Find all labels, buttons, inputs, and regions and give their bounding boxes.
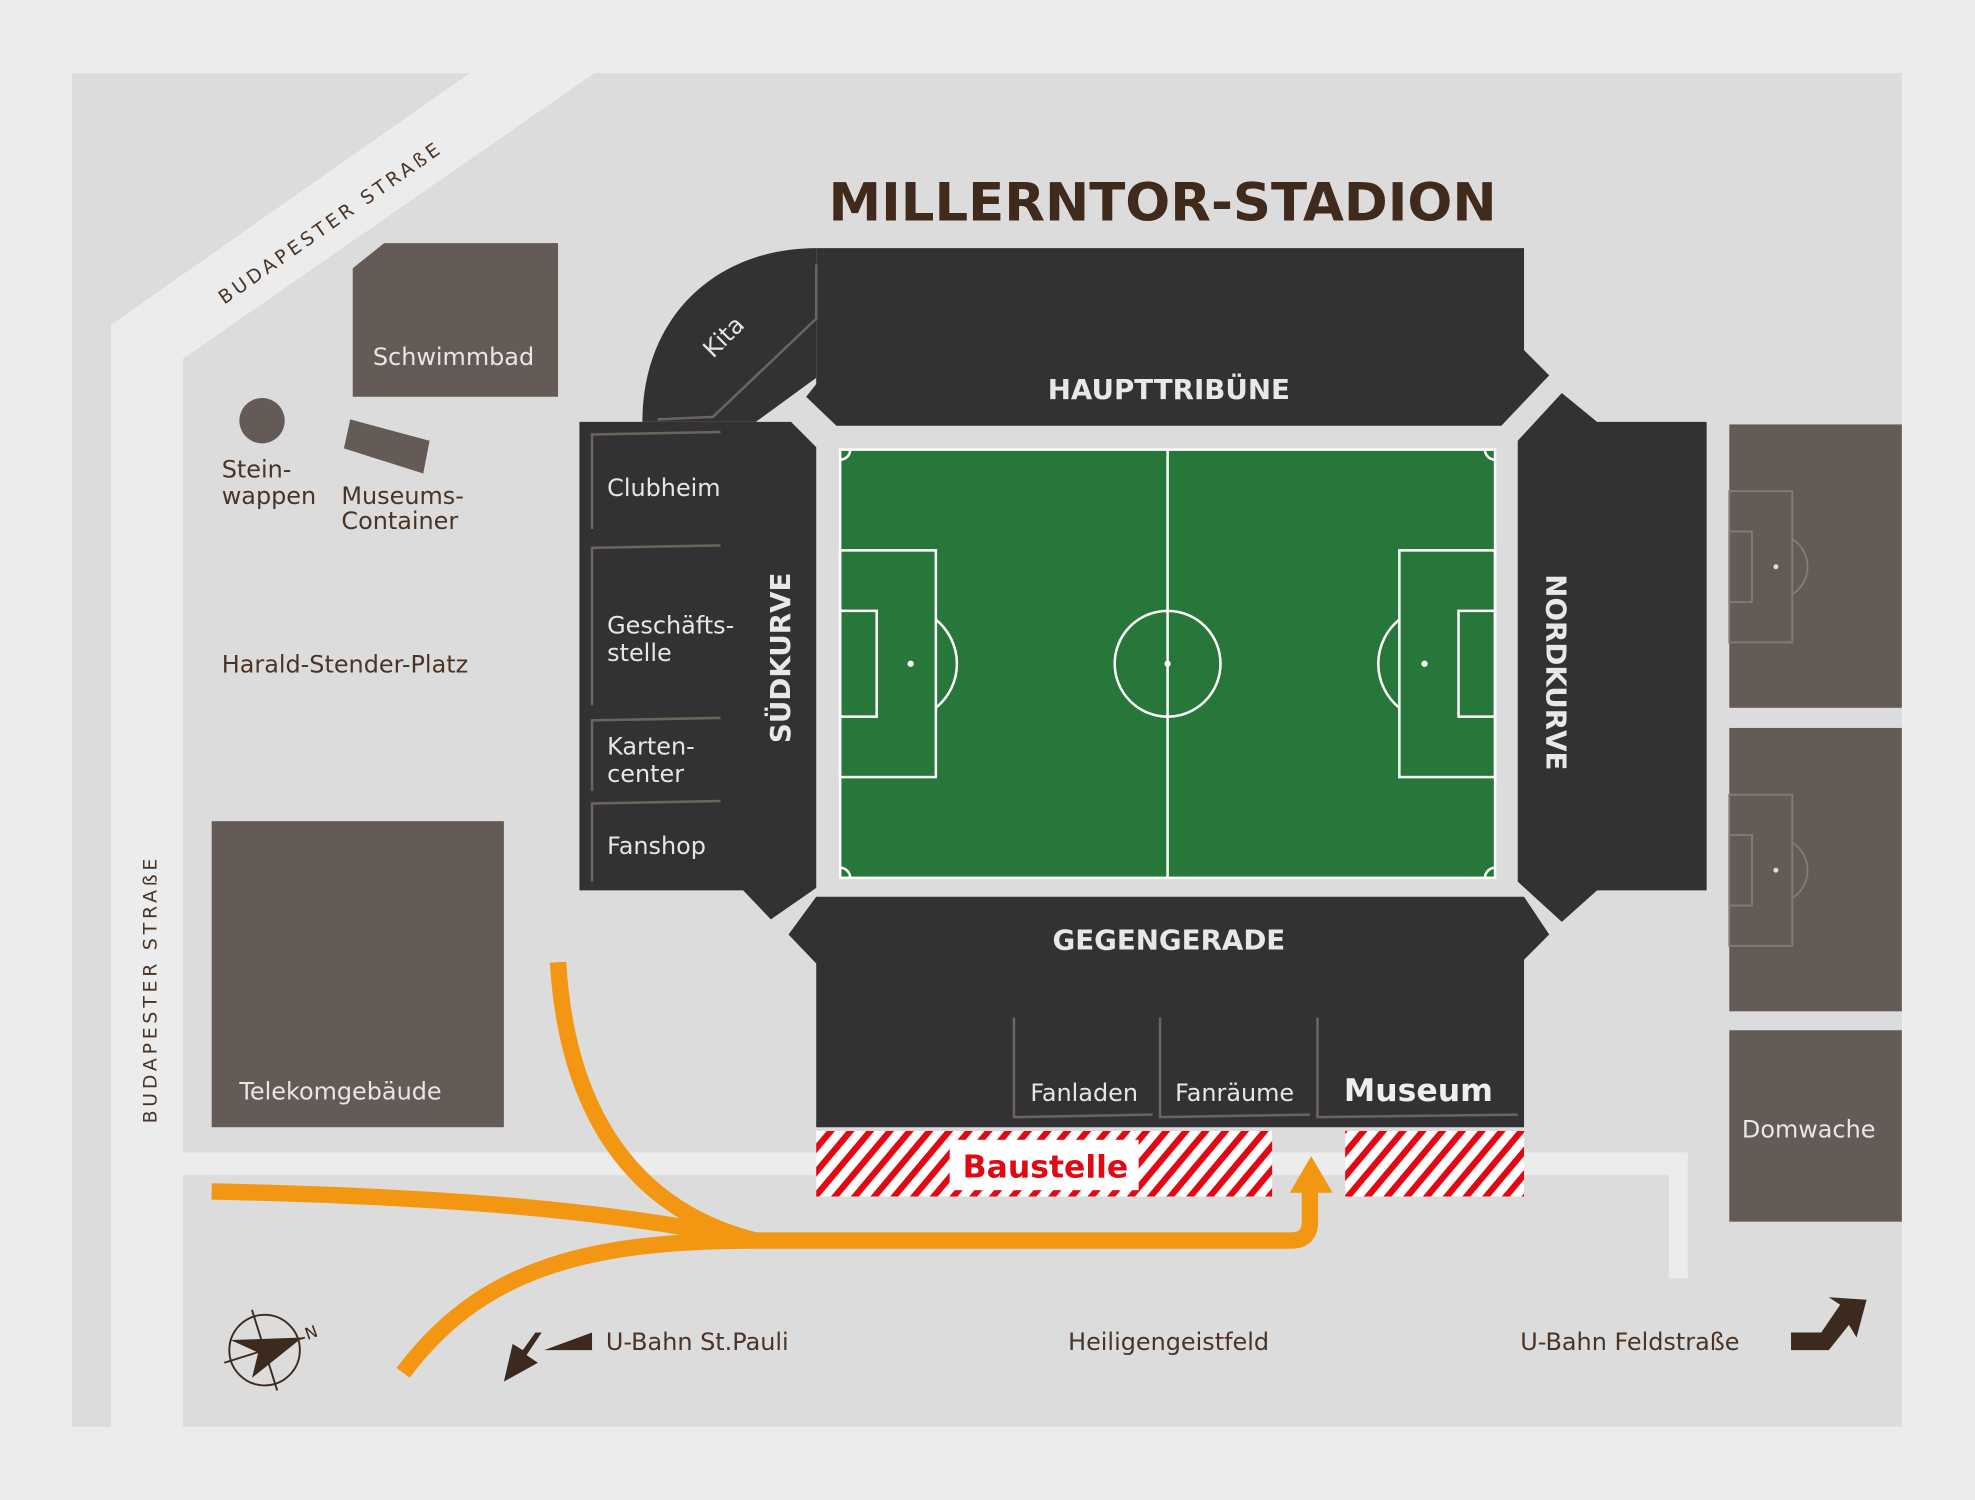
stadium-title: MILLERNTOR-STADION (828, 172, 1496, 233)
room-clubheim: Clubheim (607, 474, 720, 502)
construction-zone-right (1345, 1130, 1525, 1197)
road-budapester-strasse (110, 73, 595, 1427)
room-geschaeftsstelle-1: Geschäfts- (607, 612, 734, 640)
label-u-bahn-feldstrasse: U-Bahn Feldstraße (1520, 1328, 1739, 1356)
stand-label-haupttribuene: HAUPTTRIBÜNE (1048, 372, 1290, 406)
label-heiligengeistfeld: Heiligengeistfeld (1068, 1328, 1269, 1356)
compass-icon (223, 1309, 306, 1391)
room-kartencenter-2: center (607, 760, 684, 788)
label-domwache: Domwache (1742, 1115, 1876, 1143)
room-museum: Museum (1344, 1073, 1493, 1109)
stand-label-nordkurve: NORDKURVE (1540, 574, 1573, 770)
label-container-1: Museums- (341, 482, 463, 510)
compass-north-label: N (302, 1322, 320, 1344)
building-schwimmbad (352, 243, 559, 397)
stand-label-gegengerade: GEGENGERADE (1052, 924, 1285, 957)
label-schwimmbad: Schwimmbad (373, 343, 534, 371)
stand-haupttribuene (806, 248, 1550, 426)
building-museums-container (343, 419, 430, 474)
label-steinwappen-2: wappen (222, 482, 316, 510)
label-u-bahn-st-pauli: U-Bahn St.Pauli (606, 1328, 789, 1356)
stand-nordkurve (1517, 392, 1707, 922)
room-fanladen: Fanladen (1030, 1079, 1138, 1107)
room-geschaeftsstelle-2: stelle (607, 639, 672, 667)
construction-label: Baustelle (963, 1150, 1129, 1186)
steinwappen-marker (239, 397, 285, 444)
room-fanraeume: Fanräume (1175, 1079, 1294, 1107)
stand-label-suedkurve: SÜDKURVE (763, 573, 797, 744)
stand-gegengerade (788, 896, 1550, 1128)
label-steinwappen-1: Stein- (222, 455, 292, 483)
building-domwache (1729, 1030, 1902, 1222)
arrow-st-pauli-icon (503, 1332, 593, 1382)
label-container-2: Container (341, 507, 458, 535)
arrow-feldstrasse-icon (1791, 1297, 1867, 1351)
walking-route (211, 961, 1319, 1378)
label-telekom: Telekomgebäude (238, 1077, 441, 1105)
room-fanshop: Fanshop (607, 832, 706, 860)
football-pitch (838, 448, 1497, 880)
training-pitch (1728, 424, 1902, 1012)
street-label-vertical: BUDAPESTER STRAßE (139, 855, 161, 1124)
road-heiligengeistfeld (182, 1152, 1688, 1279)
room-kartencenter-1: Karten- (607, 732, 695, 760)
building-telekom (211, 821, 504, 1128)
route-arrowhead-icon (1289, 1156, 1333, 1193)
label-harald-stender-platz: Harald-Stender-Platz (222, 651, 468, 679)
kita-section (642, 248, 817, 422)
